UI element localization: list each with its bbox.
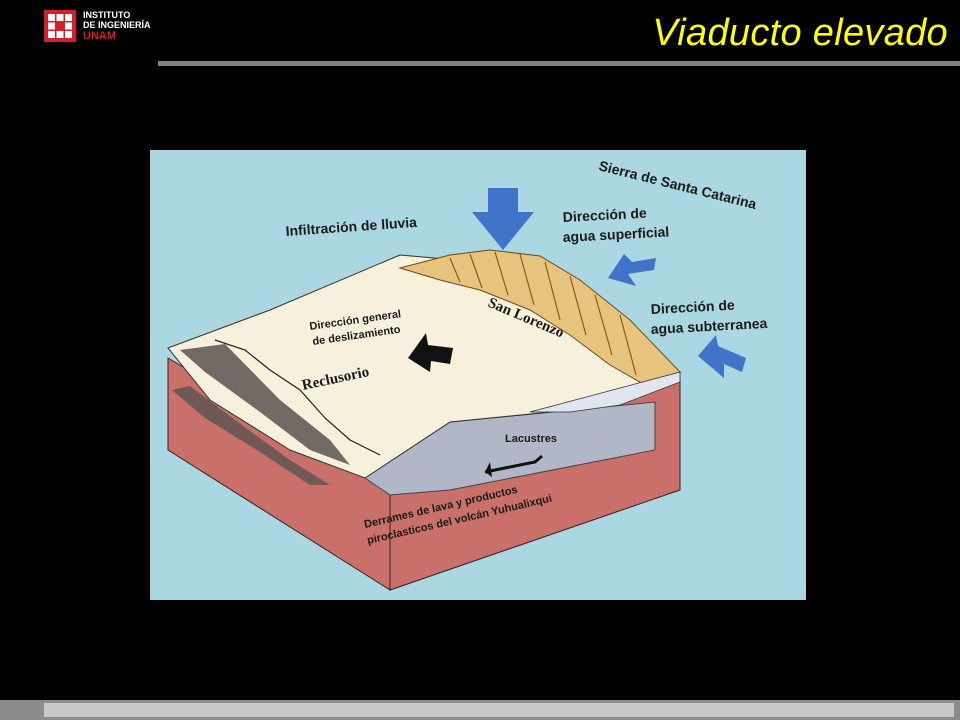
ridge-scarp	[529, 371, 681, 413]
institute-logo: INSTITUTO DE INGENIERÍA UNAM	[44, 10, 151, 42]
slide-title: Viaducto elevado	[652, 12, 948, 54]
unam-logo-icon	[44, 10, 76, 42]
basalt-band-1	[180, 344, 350, 465]
lacustrine-flow-arrowhead	[485, 462, 492, 477]
logo-text: INSTITUTO DE INGENIERÍA UNAM	[83, 10, 151, 42]
lacustrine-flow-arrow	[484, 454, 543, 474]
label-dir-subterranea-1: Dirección de	[650, 297, 735, 317]
label-lacustres: Lacustres	[505, 433, 557, 445]
ridge-hatching	[449, 251, 637, 376]
logo-line-3: UNAM	[83, 30, 116, 42]
geologic-block-diagram: Sierra de Santa Catarina Infiltración de…	[150, 150, 806, 600]
footer-bar-inner	[44, 703, 954, 717]
label-dir-subterranea-2: agua subterranea	[650, 315, 768, 337]
footer-bar	[0, 700, 960, 720]
surface-water-arrow	[608, 254, 656, 286]
fault-line	[214, 339, 381, 456]
title-underline	[158, 61, 960, 66]
logo-line-2: DE INGENIERÍA	[83, 20, 151, 30]
logo-line-1: INSTITUTO	[83, 10, 131, 20]
label-dir-superficial-2: agua superficial	[562, 223, 669, 245]
sliding-direction-arrow	[408, 333, 453, 372]
basalt-band-2	[172, 386, 330, 485]
subterranean-water-arrow	[698, 335, 746, 378]
rain-infiltration-arrow	[472, 188, 534, 250]
label-dir-superficial-1: Dirección de	[562, 205, 647, 225]
